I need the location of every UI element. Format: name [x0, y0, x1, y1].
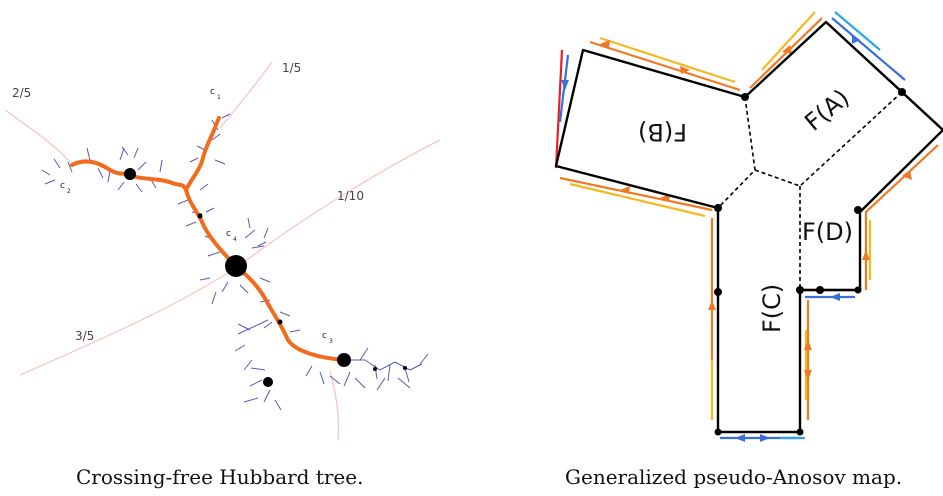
- edge-c3: [234, 264, 346, 362]
- point-label-c3: c: [322, 331, 327, 341]
- dashed-partitions: [717, 91, 903, 290]
- blue-left: [558, 54, 570, 123]
- point-sub-c4: 4: [233, 236, 237, 243]
- point-sub-c2: 2: [67, 188, 71, 195]
- region-label-C: F(C): [758, 284, 786, 333]
- point-label-c2: c: [60, 181, 65, 191]
- node-b: [337, 353, 351, 367]
- angle-label-1-10: 1/10: [337, 189, 364, 203]
- node-c4: [225, 255, 247, 277]
- region-label-B: F(B): [638, 118, 687, 146]
- point-sub-c1: 1: [217, 94, 221, 101]
- yellow-left-bottom: [569, 182, 706, 218]
- outline-vertices: [714, 88, 906, 436]
- point-label-c1: c: [210, 87, 215, 97]
- hubbard-tree-figure: 2/5 1/5 1/10 3/5 c 1 c 2 c 3 c 4: [0, 0, 460, 440]
- pseudo-anosov-figure: F(B) F(A) F(C) F(D): [470, 0, 943, 450]
- orange-top-left: [589, 40, 741, 92]
- arrow-markers: [600, 40, 912, 380]
- edge-c4: [184, 188, 238, 268]
- cyan-top-right: [834, 11, 881, 51]
- region-label-D: F(D): [802, 218, 853, 246]
- blue-top-right: [831, 17, 906, 81]
- yellow-top-left: [599, 36, 736, 84]
- red-left: [554, 49, 564, 169]
- angle-label-2-5: 2/5: [12, 86, 31, 100]
- caption-hubbard-tree: Crossing-free Hubbard tree.: [76, 465, 364, 489]
- orange-top-mid: [749, 17, 823, 89]
- node-a: [124, 168, 136, 180]
- ray-3-5-low: [329, 369, 340, 440]
- caption-pseudo-anosov: Generalized pseudo-Anosov map.: [565, 465, 903, 489]
- node-d: [197, 213, 203, 219]
- point-label-c4: c: [226, 229, 231, 239]
- node-e: [277, 319, 283, 325]
- angle-label-1-5: 1/5: [282, 61, 301, 75]
- region-label-A: F(A): [799, 84, 854, 137]
- hubbard-tree-edges: [70, 116, 346, 362]
- angle-label-3-5: 3/5: [75, 329, 94, 343]
- orange-D-right: [864, 144, 939, 290]
- pseudo-anosov-svg: F(B) F(A) F(C) F(D): [554, 11, 943, 442]
- yellow-top-mid: [761, 11, 816, 71]
- tree-nodes: [124, 168, 407, 387]
- ray-1-5: [219, 61, 273, 129]
- point-sub-c3: 3: [329, 338, 333, 345]
- hubbard-tree-svg: 2/5 1/5 1/10 3/5 c 1 c 2 c 3 c 4: [4, 61, 441, 440]
- node-f: [373, 367, 377, 371]
- edge-c1: [184, 116, 221, 192]
- node-c: [263, 377, 273, 387]
- orange-left-bottom: [559, 176, 713, 212]
- arrow-markers-blue: [561, 34, 860, 442]
- node-g: [403, 366, 407, 370]
- surface-outline: [554, 20, 943, 434]
- ray-2-5: [4, 109, 71, 163]
